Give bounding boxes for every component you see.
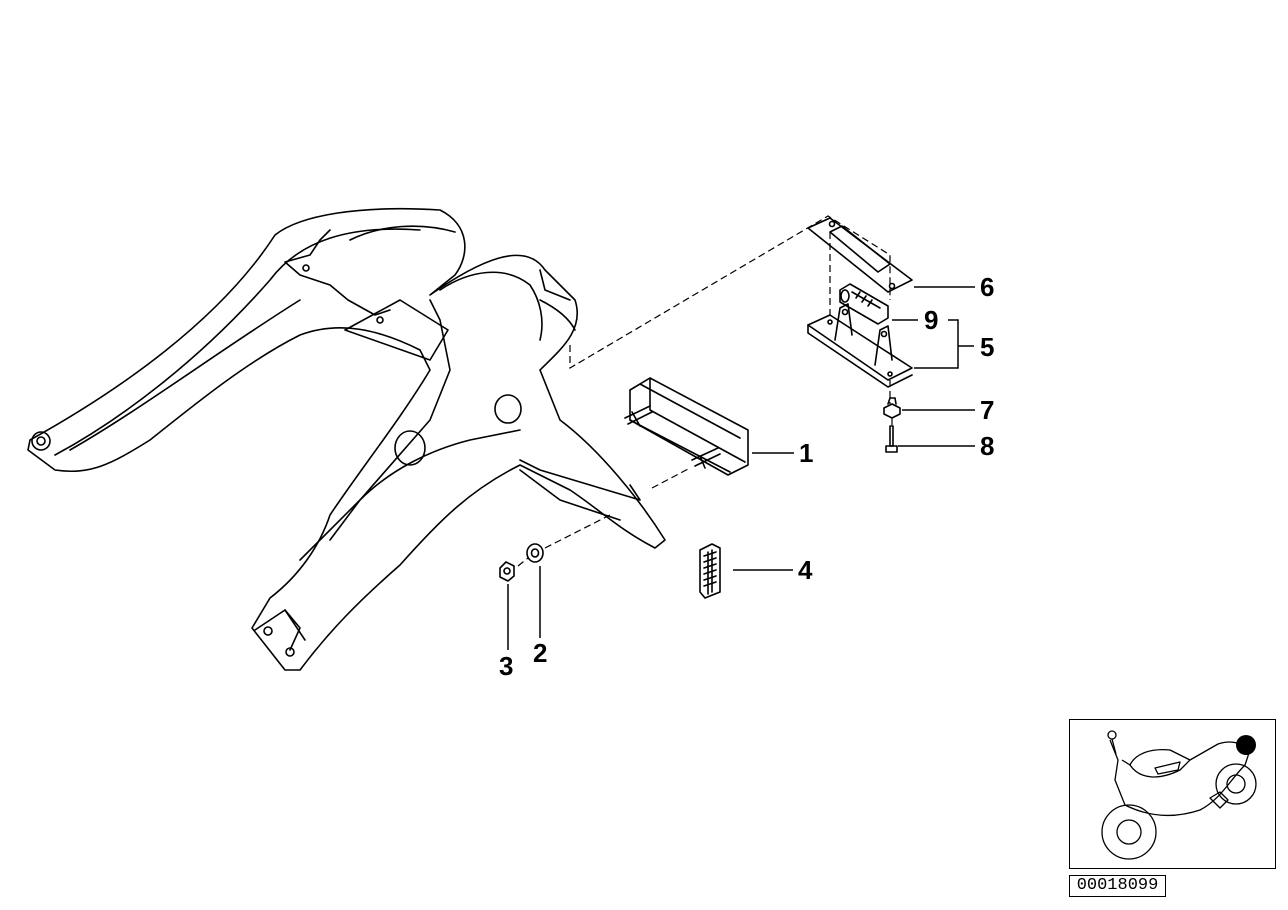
part-2-washer bbox=[526, 543, 544, 563]
reference-thumbnail bbox=[1069, 719, 1276, 869]
highlight-marker bbox=[1236, 735, 1256, 755]
callout-8: 8 bbox=[980, 431, 994, 461]
part-8-screw bbox=[885, 425, 898, 453]
part-3-nut bbox=[499, 561, 515, 582]
leader-lines bbox=[507, 286, 975, 650]
part-4-reflector bbox=[699, 543, 721, 599]
rear-frame bbox=[27, 207, 666, 671]
assembly-lines bbox=[517, 215, 893, 567]
motorcycle-thumbnail-icon bbox=[1101, 730, 1257, 860]
callout-6: 6 bbox=[980, 272, 994, 302]
callout-3: 3 bbox=[499, 651, 513, 681]
callout-9: 9 bbox=[924, 305, 938, 335]
part-5-bracket bbox=[807, 303, 913, 388]
leader-5 bbox=[914, 319, 974, 369]
drawing-number: 00018099 bbox=[1069, 875, 1166, 897]
part-6-plate bbox=[807, 217, 913, 293]
callout-5: 5 bbox=[980, 332, 994, 362]
part-1-light-unit bbox=[624, 377, 749, 476]
part-7-nut bbox=[883, 397, 901, 419]
callout-7: 7 bbox=[980, 395, 994, 425]
callout-2: 2 bbox=[533, 638, 547, 668]
callout-1: 1 bbox=[799, 438, 813, 468]
part-9-fitting bbox=[839, 283, 889, 325]
callout-4: 4 bbox=[798, 555, 813, 585]
